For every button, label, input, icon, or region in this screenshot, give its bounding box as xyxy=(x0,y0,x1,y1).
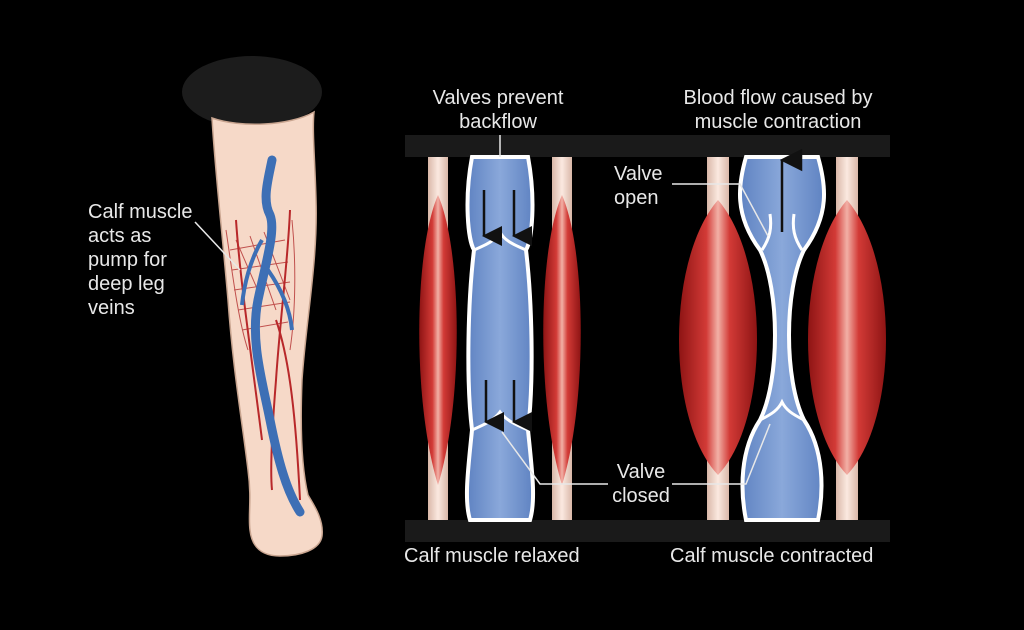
shorts-shape xyxy=(182,56,322,128)
valve-closed-label: Valve closed xyxy=(612,461,670,507)
relaxed-panel xyxy=(419,135,581,522)
leg-illustration xyxy=(182,56,323,557)
top-band-relaxed xyxy=(405,135,890,157)
valves-prevent-label: Valves prevent backflow xyxy=(432,87,564,133)
muscle-left-relaxed xyxy=(419,195,457,485)
valve-closed-pointer-2 xyxy=(672,423,771,485)
muscle-right-relaxed xyxy=(543,195,581,485)
valve-open-pointer xyxy=(672,183,769,237)
open-valve xyxy=(760,213,804,251)
vein-relaxed xyxy=(464,155,536,522)
arteries xyxy=(235,209,301,501)
vein-contracted xyxy=(738,155,826,522)
valve-open-label: Valve open xyxy=(614,163,663,209)
calf-pump-label: Calf muscle acts as pump for deep leg ve… xyxy=(88,201,193,319)
contracted-caption: Calf muscle contracted xyxy=(670,545,874,567)
leg-skin xyxy=(211,110,323,557)
blood-flow-label: Blood flow caused by muscle contraction xyxy=(683,87,873,133)
bottom-band xyxy=(405,520,890,542)
vein-branch-left xyxy=(240,238,264,306)
muscle-right-contracted xyxy=(808,200,886,475)
calf-label-pointer xyxy=(194,221,241,271)
muscle-left-contracted xyxy=(679,200,757,475)
deep-leg-vein xyxy=(250,155,305,517)
closed-valve-contracted xyxy=(759,398,805,422)
contracted-panel xyxy=(679,148,886,522)
vein-branch-right xyxy=(266,268,294,331)
relaxed-caption: Calf muscle relaxed xyxy=(404,545,580,567)
valve-closed-pointer-1 xyxy=(501,431,608,485)
